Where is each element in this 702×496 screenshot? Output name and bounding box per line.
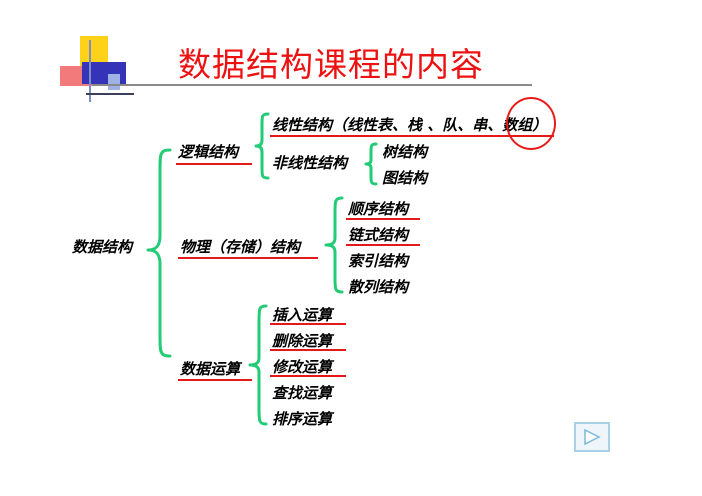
sequential-underline [346,218,420,220]
data-operations-node: 数据运算 [180,360,241,378]
linear-structure-node: 线性结构（线性表、栈 、队、串、数组） [272,116,548,134]
delete-underline [270,349,346,351]
sort-operation-node: 排序运算 [272,410,333,428]
logical-structure-node: 逻辑结构 [178,143,239,161]
operations-underline [178,379,252,381]
next-slide-button[interactable] [574,422,610,452]
square-blocks-logo-icon [60,36,134,102]
root-brace [146,148,172,358]
root-node: 数据结构 [72,238,133,256]
linked-structure-node: 链式结构 [348,226,409,244]
nonlinear-brace [364,142,378,186]
play-triangle-icon [584,428,601,446]
search-operation-node: 查找运算 [272,384,333,402]
linear-underline [270,135,554,137]
slide-title: 数据结构课程的内容 [178,45,484,84]
physical-structure-node: 物理（存储）结构 [180,238,301,256]
logical-brace [254,112,270,180]
nonlinear-structure-node: 非线性结构 [272,154,348,172]
logical-underline [176,163,252,165]
physical-brace [324,196,344,294]
insert-operation-node: 插入运算 [272,306,333,324]
modify-operation-node: 修改运算 [272,358,333,376]
tree-structure-node: 树结构 [382,143,428,161]
hash-structure-node: 散列结构 [348,278,409,296]
sequential-structure-node: 顺序结构 [348,200,409,218]
graph-structure-node: 图结构 [382,169,428,187]
title-divider [92,84,532,86]
insert-underline [270,323,346,325]
physical-underline [178,257,318,259]
delete-operation-node: 删除运算 [272,332,333,350]
modify-underline [270,375,346,377]
linked-underline [346,244,420,246]
index-structure-node: 索引结构 [348,252,409,270]
highlight-circle [506,97,556,150]
operations-brace [248,304,268,426]
